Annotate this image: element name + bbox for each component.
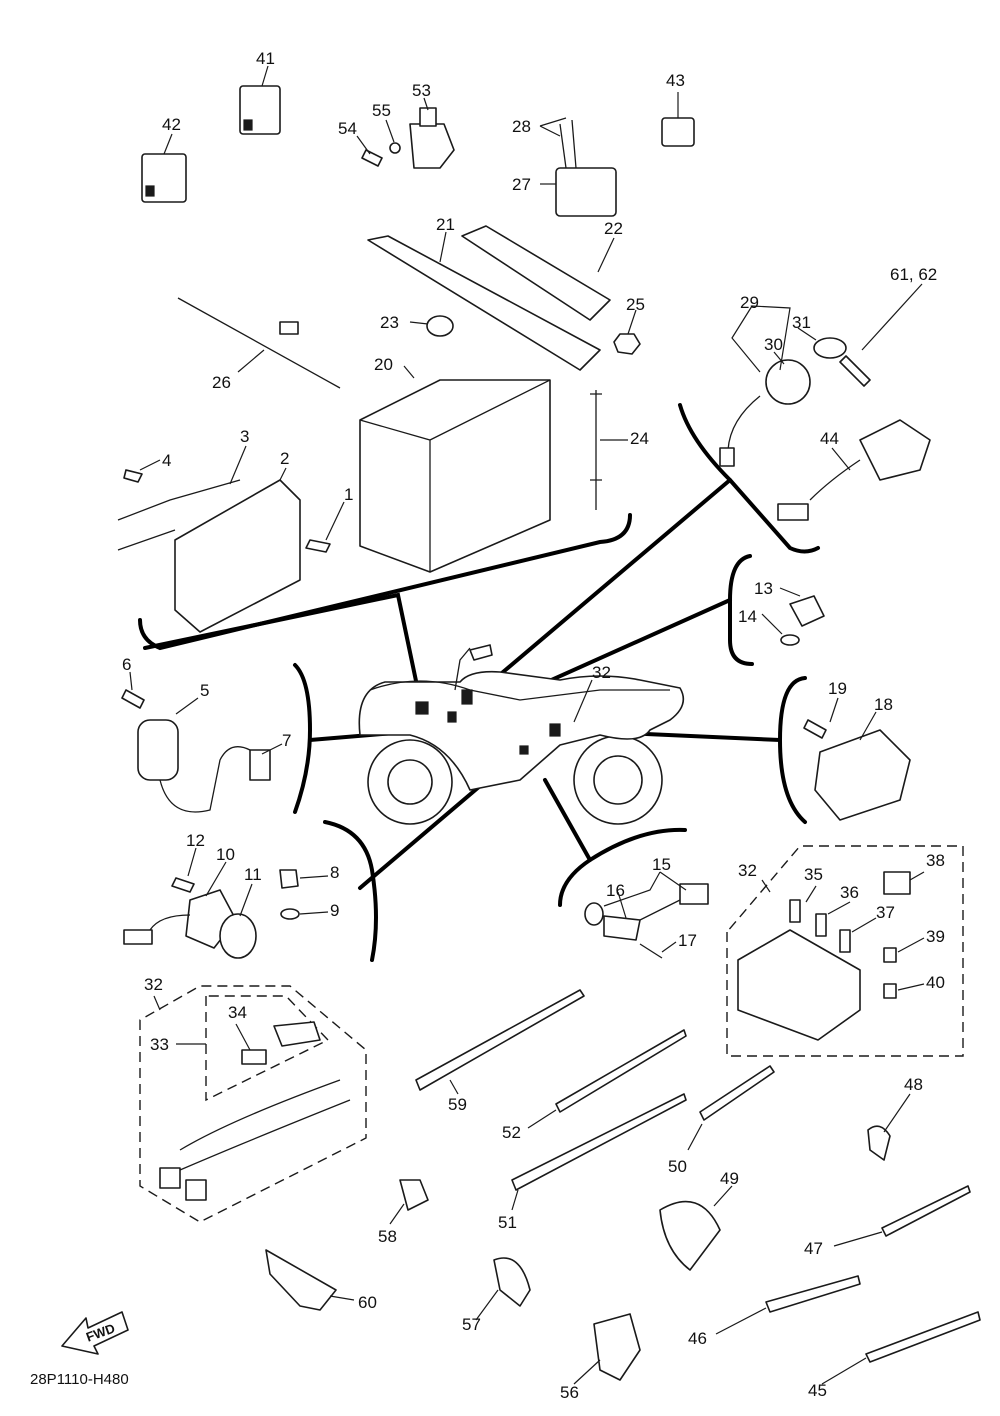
fwd-arrow-icon <box>61 1311 129 1355</box>
callout-36: 36 <box>840 883 859 902</box>
callout-10: 10 <box>216 845 235 864</box>
callout-44: 44 <box>820 429 839 448</box>
callout-13: 13 <box>754 579 773 598</box>
callout-20: 20 <box>374 355 393 374</box>
part-illustrations <box>61 85 981 1381</box>
callout-6: 6 <box>122 655 131 674</box>
callout-12: 12 <box>186 831 205 850</box>
callout-41: 41 <box>256 49 275 68</box>
atv-vehicle <box>358 644 685 825</box>
leader-lines <box>129 65 925 1385</box>
callout-2: 2 <box>280 449 289 468</box>
callout-32-fusebox: 32 <box>738 861 757 880</box>
callout-24: 24 <box>630 429 649 448</box>
callout-17: 17 <box>678 931 697 950</box>
callout-22: 22 <box>604 219 623 238</box>
callout-5: 5 <box>200 681 209 700</box>
callout-labels: 41 42 53 54 55 43 28 27 21 22 61, 62 23 … <box>122 49 945 1402</box>
callout-29: 29 <box>740 293 759 312</box>
callout-18: 18 <box>874 695 893 714</box>
callout-32-vehicle: 32 <box>592 663 611 682</box>
callout-26: 26 <box>212 373 231 392</box>
callout-8: 8 <box>330 863 339 882</box>
callout-7: 7 <box>282 731 291 750</box>
callout-37: 37 <box>876 903 895 922</box>
callout-56: 56 <box>560 1383 579 1402</box>
callout-49: 49 <box>720 1169 739 1188</box>
callout-40: 40 <box>926 973 945 992</box>
callout-3: 3 <box>240 427 249 446</box>
callout-28: 28 <box>512 117 531 136</box>
callout-43: 43 <box>666 71 685 90</box>
callout-23: 23 <box>380 313 399 332</box>
callout-32-harness: 32 <box>144 975 163 994</box>
diagram-code: 28P1110-H480 <box>30 1371 129 1388</box>
callout-46: 46 <box>688 1329 707 1348</box>
callout-45: 45 <box>808 1381 827 1400</box>
callout-59: 59 <box>448 1095 467 1114</box>
callout-15: 15 <box>652 855 671 874</box>
callout-14: 14 <box>738 607 757 626</box>
callout-4: 4 <box>162 451 171 470</box>
callout-60: 60 <box>358 1293 377 1312</box>
callout-58: 58 <box>378 1227 397 1246</box>
callout-38: 38 <box>926 851 945 870</box>
callout-21: 21 <box>436 215 455 234</box>
callout-48: 48 <box>904 1075 923 1094</box>
callout-25: 25 <box>626 295 645 314</box>
callout-31: 31 <box>792 313 811 332</box>
callout-19: 19 <box>828 679 847 698</box>
callout-35: 35 <box>804 865 823 884</box>
callout-57: 57 <box>462 1315 481 1334</box>
callout-1: 1 <box>344 485 353 504</box>
callout-50: 50 <box>668 1157 687 1176</box>
callout-16: 16 <box>606 881 625 900</box>
callout-53: 53 <box>412 81 431 100</box>
callout-30: 30 <box>764 335 783 354</box>
callout-27: 27 <box>512 175 531 194</box>
callout-61-62: 61, 62 <box>890 265 937 284</box>
callout-11: 11 <box>244 865 262 884</box>
callout-47: 47 <box>804 1239 823 1258</box>
callout-42: 42 <box>162 115 181 134</box>
callout-51: 51 <box>498 1213 517 1232</box>
callout-34: 34 <box>228 1003 247 1022</box>
callout-33: 33 <box>150 1035 169 1054</box>
callout-52: 52 <box>502 1123 521 1142</box>
callout-54: 54 <box>338 119 357 138</box>
callout-9: 9 <box>330 901 339 920</box>
callout-39: 39 <box>926 927 945 946</box>
callout-55: 55 <box>372 101 391 120</box>
